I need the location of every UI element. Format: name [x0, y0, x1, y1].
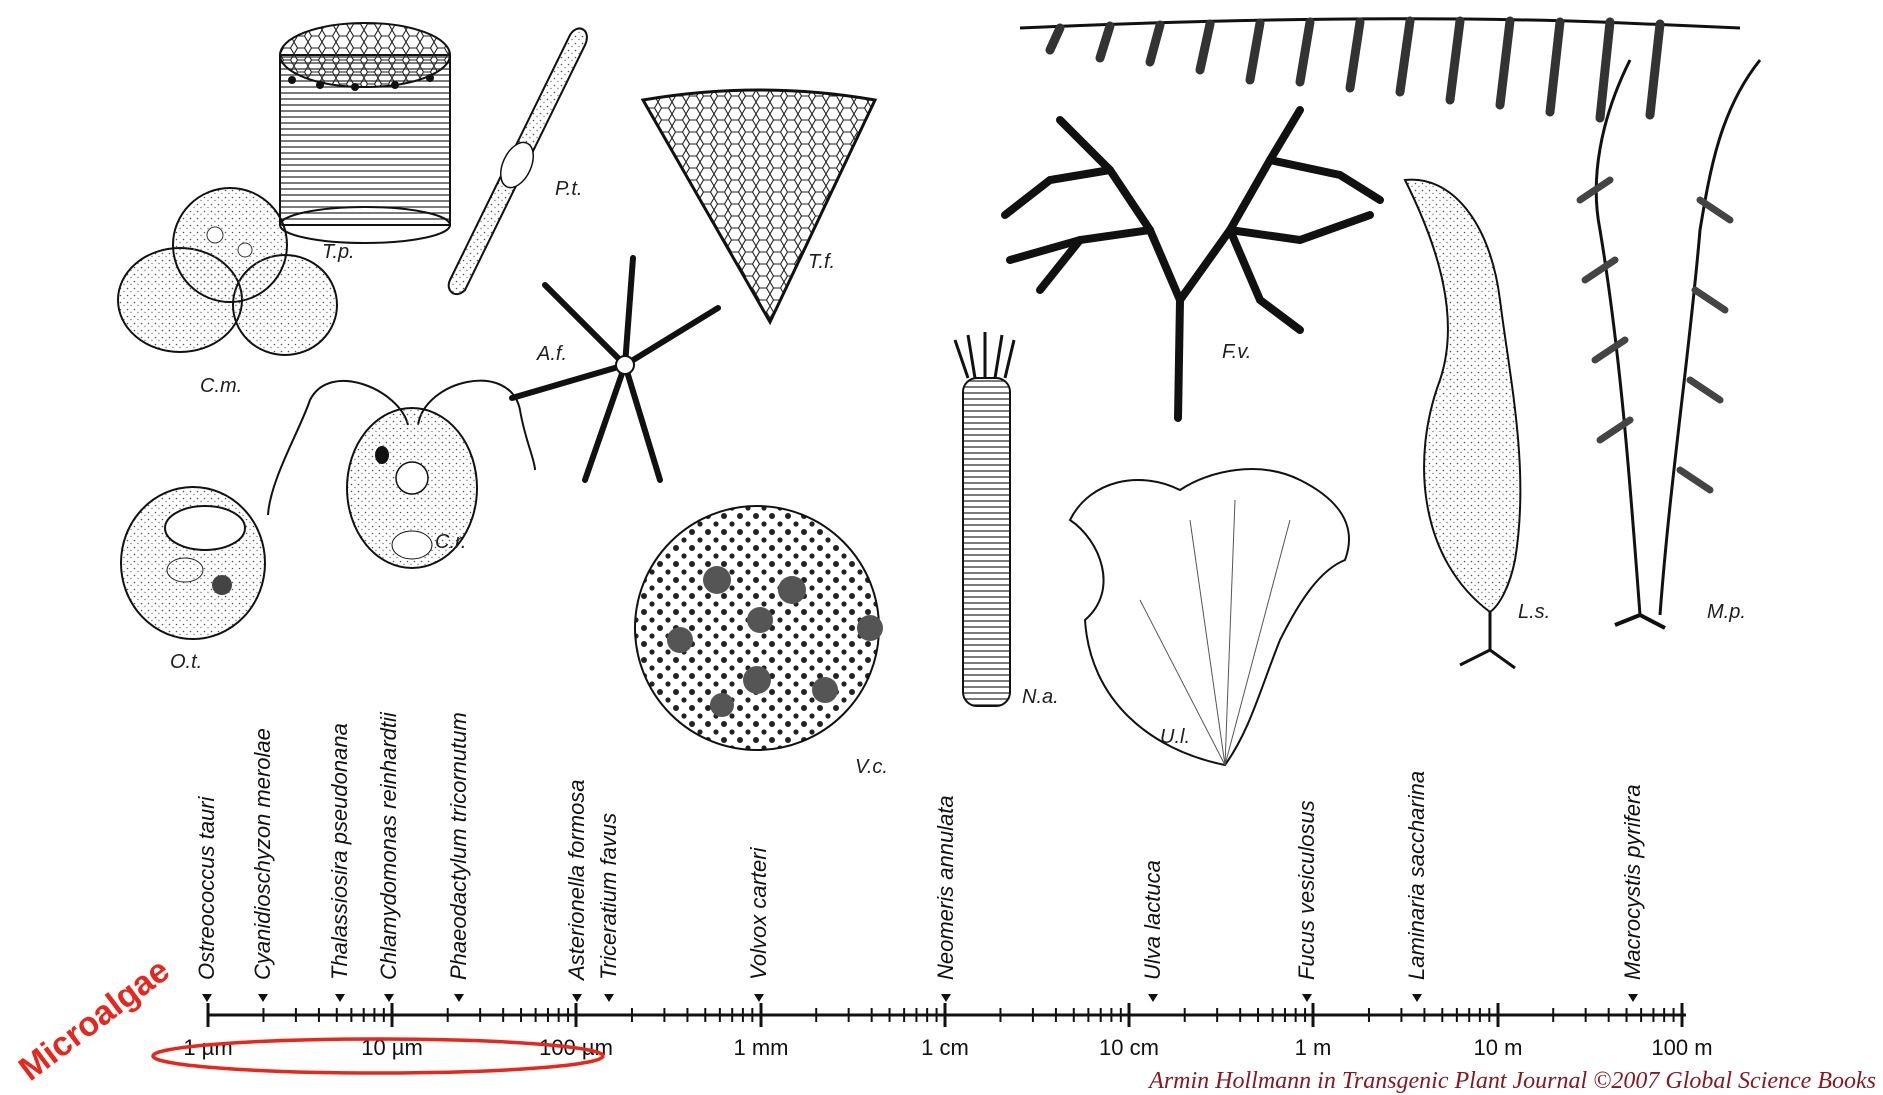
- organism-label-tp: T.p.: [322, 241, 355, 263]
- species-name: Laminaria saccharina: [1404, 771, 1429, 980]
- species-name: Triceratium favus: [596, 813, 621, 980]
- species-name: Ulva lactuca: [1140, 860, 1165, 980]
- species-name: Ostreococcus tauri: [194, 795, 219, 980]
- species-name: Cyanidioschyzon merolae: [250, 728, 275, 980]
- triceratium-drawing: [643, 90, 875, 322]
- ostreococcus-drawing: [121, 487, 265, 639]
- neomeris-drawing: [955, 332, 1014, 706]
- log-size-scale: 1 µm 10 µm 100 µm 1 mm 1 cm 10 cm 1 m 10…: [183, 1003, 1712, 1060]
- species-name: Macrocystis pyrifera: [1620, 784, 1645, 980]
- organism-label-vc: V.c.: [855, 756, 888, 778]
- species-name: Chlamydomonas reinhardtii: [376, 711, 401, 980]
- asterionella-drawing: [512, 258, 718, 480]
- ulva-drawing: [1070, 469, 1349, 765]
- organism-label-cm: C.m.: [200, 375, 242, 397]
- species-name: Volvox carteri: [746, 846, 771, 980]
- organism-label-pt: P.t.: [555, 178, 582, 200]
- chlamydomonas-drawing: [268, 381, 535, 568]
- organism-label-na: N.a.: [1022, 686, 1059, 708]
- organism-label-ls: L.s.: [1518, 601, 1550, 623]
- species-name: Asterionella formosa: [564, 779, 589, 982]
- fucus-drawing: [1005, 110, 1380, 418]
- organism-label-ot: O.t.: [170, 651, 202, 673]
- tick-label: 10 m: [1474, 1035, 1523, 1060]
- tick-label: 1 m: [1295, 1035, 1332, 1060]
- species-name: Fucus vesiculosus: [1294, 800, 1319, 980]
- laminaria-drawing: [1405, 180, 1520, 668]
- species-arrows: [202, 984, 1638, 1002]
- organism-label-fv: F.v.: [1222, 341, 1251, 363]
- organism-label-af: A.f.: [536, 343, 567, 365]
- tick-label: 100 m: [1651, 1035, 1712, 1060]
- organism-label-tf: T.f.: [808, 251, 835, 273]
- species-name: Phaeodactylum tricornutum: [446, 712, 471, 980]
- organism-label-mp: M.p.: [1707, 601, 1746, 623]
- phaeodactylum-drawing: [449, 28, 587, 294]
- organism-label-cr: C.r.: [435, 531, 466, 553]
- species-name: Neomeris annulata: [933, 795, 958, 980]
- microalgae-annotation: Microalgae: [12, 951, 603, 1088]
- microalgae-label: Microalgae: [12, 951, 177, 1088]
- thalassiosira-drawing: [280, 23, 450, 243]
- tick-label: 1 cm: [921, 1035, 969, 1060]
- volvox-drawing: [635, 506, 883, 750]
- tick-label: 10 cm: [1099, 1035, 1159, 1060]
- tick-label: 1 mm: [734, 1035, 789, 1060]
- credit-line: Armin Hollmann in Transgenic Plant Journ…: [1147, 1068, 1876, 1094]
- species-names: Ostreococcus tauri Cyanidioschyzon merol…: [194, 711, 1645, 982]
- organism-label-ul: U.l.: [1160, 726, 1190, 748]
- species-name: Thalassiosira pseudonana: [327, 723, 352, 980]
